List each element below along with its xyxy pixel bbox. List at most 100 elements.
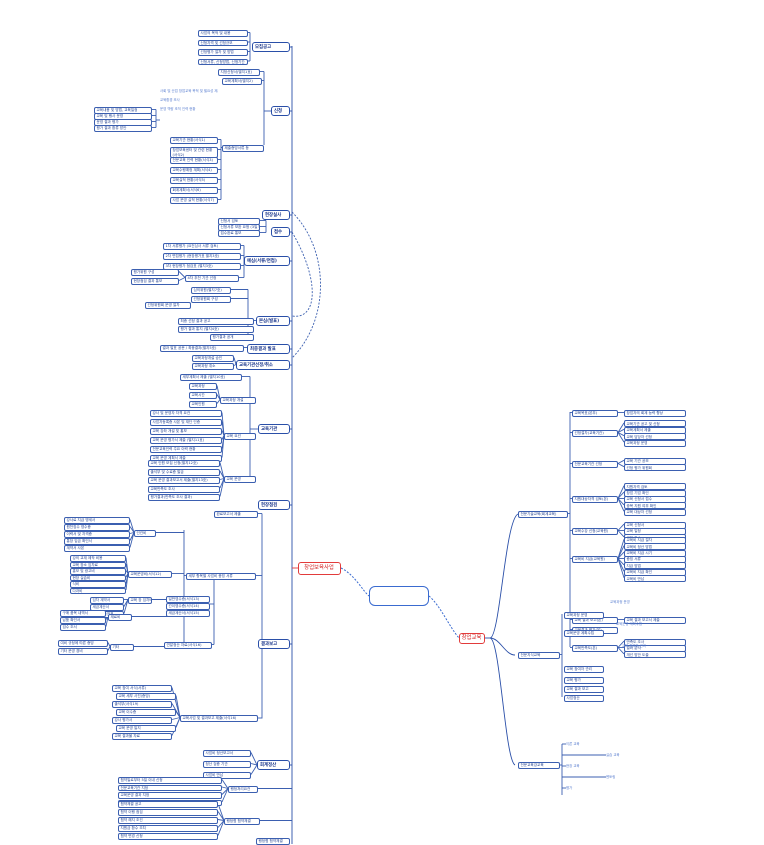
right-cat1-sub-2-1[interactable]: 선정 평가 위원회	[624, 464, 686, 472]
report-group-g1[interactable]: 인건비	[134, 530, 156, 537]
right-cat2-item-1[interactable]: 교육운영 계획수립	[564, 630, 604, 637]
ops-g1-item-0[interactable]: 협약일로부터 5일 이내 신청	[118, 777, 222, 784]
result-item[interactable]: 결과 발표 공문 / 최종결과(별지5호)	[160, 345, 244, 352]
report-sub2-label[interactable]: 교육사업 및 결과보고 제출(서식16)	[180, 715, 258, 722]
center-node[interactable]	[369, 586, 429, 606]
report-sub2-item-1[interactable]: 교육 세부 사진(증빙)	[116, 693, 176, 700]
right-cat2-item-0[interactable]: 교육과정 운영	[564, 612, 604, 619]
recruit-item-2[interactable]: 선정평가 절차 및 방법	[198, 49, 248, 56]
review-sub-1[interactable]: 현장점검 결과 통보	[131, 278, 179, 285]
report-sub1-label[interactable]: 세부 항목별 사업비 증빙 서류	[186, 573, 256, 580]
report-sub2-item-3[interactable]: 교육 이수증	[116, 709, 176, 716]
institute-run-item-0[interactable]: 교육 인원 모집 신청(별지12호)	[148, 460, 220, 468]
institute-req-item-1[interactable]: 사업자등록증 사본 및 재단 인증	[150, 419, 222, 427]
accounting-item-1[interactable]: 정산 검증 기관	[203, 761, 251, 768]
review-item-0[interactable]: 1차 서류평가 (요건심사 서류 검토)	[163, 243, 241, 250]
institute-req-item-4[interactable]: 전문교육인력 주요 이력 현황	[150, 446, 222, 454]
report-evid-2[interactable]: 세금계산서(서식15)	[166, 610, 210, 618]
right-cat1-item-8[interactable]: 교육만족도(본)	[572, 645, 618, 652]
mid-accounting[interactable]: 회계정산	[257, 760, 290, 770]
ops-g1-item-2[interactable]: 교육운영 결과 지정	[118, 792, 222, 799]
receive-item-2[interactable]: 접수완료 통보	[218, 230, 260, 237]
report-g2-item-2[interactable]: 홍보 및 광고비	[70, 568, 126, 575]
review-sub-0[interactable]: 평가위원 구성	[131, 269, 179, 276]
right-cat1-sub-1-3[interactable]: 교육과정 운영	[624, 439, 686, 447]
ops-g2-item-3[interactable]: 지원금 환수 조치	[118, 825, 218, 832]
final-item-3[interactable]: 평가결과 공개	[210, 334, 254, 341]
mid-cancel[interactable]: 교육기관선정/취소	[236, 360, 290, 370]
institute-open-item-0[interactable]: 교육과정	[189, 383, 217, 390]
report-g5-item-1[interactable]: 기타 운영 경비	[58, 648, 108, 655]
report-evid-1[interactable]: 간이영수증(서식14)	[166, 603, 210, 611]
right-cat2-item-5[interactable]: 사업정산	[564, 695, 604, 702]
report-g2-item-1[interactable]: 교육 장소 임차료	[70, 561, 126, 569]
institute-open-item-2[interactable]: 교육인원	[189, 401, 217, 408]
report-g3-item-0[interactable]: 임차 계약서	[90, 597, 124, 604]
ops-g1-label[interactable]: 행정처리요건	[228, 786, 258, 793]
right-cat1-sub-0-0[interactable]: 창업자의 회계 능력 향상	[624, 410, 686, 417]
report-submit[interactable]: 완료보고서 제출	[214, 511, 258, 518]
institute-req-item-2[interactable]: 교육 강좌 개설 및 홍보	[150, 428, 222, 436]
review-item-2[interactable]: 3차 현장평가 점검표 (별지3호)	[163, 263, 241, 270]
mid-recruit-notice[interactable]: 모집공고	[252, 42, 290, 52]
review-item-3[interactable]: 4차 추천 기관 선정	[185, 275, 239, 282]
right-cat1-item-1[interactable]: 선정절차(교육기관)	[572, 430, 618, 437]
ops-g2-label[interactable]: 행정협 협약체결	[224, 818, 260, 825]
mid-monitor[interactable]: 현장점검	[258, 500, 290, 510]
report-sub2-item-4[interactable]: 강사 평가서	[112, 717, 172, 724]
apply-plan-label[interactable]: 교육계획서(별지2)	[222, 78, 262, 85]
right-cat2-item-3[interactable]: 교육 평가	[564, 677, 604, 684]
report-sub2-item-5[interactable]: 교육 운영 일지	[116, 725, 176, 732]
right-cat1-item-3[interactable]: 지원대상자격 검토(본)	[572, 496, 618, 503]
institute-req-item-3[interactable]: 교육 운영 평가서 제출 (별지11호)	[150, 437, 222, 445]
mid-institute[interactable]: 교육기관	[258, 424, 290, 434]
report-g1-item-3[interactable]: 통장 입금 확인서	[64, 538, 130, 545]
mid-report[interactable]: 결과보고	[258, 639, 290, 649]
right-cat1-sub-3-4[interactable]: 교육 대상자 선정	[624, 508, 686, 516]
right-cat2-label[interactable]: 전문지식교육	[518, 652, 560, 659]
right-cat1-item-4[interactable]: 교육수강 신청(교육원)	[572, 528, 618, 535]
institute-head[interactable]: 세부계획서 제출 (별지10호)	[180, 374, 242, 381]
report-g1-item-1[interactable]: 원천징수 영수증	[64, 524, 130, 531]
ops-g2-item-2[interactable]: 협약 해지 조건	[118, 817, 218, 824]
report-g2-item-3[interactable]: 현장 실습비	[70, 574, 126, 582]
apply-attach-item-6[interactable]: 사업 운영 실적 현황(서식7)	[170, 197, 218, 205]
right-cat1-item-0[interactable]: 교육목표(본부)	[572, 410, 618, 417]
report-g2-item-5[interactable]: 다과비	[70, 587, 126, 595]
recruit-item-1[interactable]: 신청자격 및 선정규모	[198, 39, 248, 47]
right-cat3-label[interactable]: 전문교육강교육	[518, 762, 560, 769]
report-g4-item-2[interactable]: 검수 조서	[60, 624, 106, 631]
apply-attach-label[interactable]: 제출증빙서류 등	[222, 145, 264, 152]
institute-run-item-2[interactable]: 교육 운영 결과보고서 제출(별지13호)	[148, 477, 220, 485]
accounting-item-2[interactable]: 사업비 반납	[203, 772, 251, 779]
final-sub-0[interactable]: 최종 선정 결과 공고	[178, 318, 254, 325]
report-sub2-item-2[interactable]: 출석부(서식19)	[112, 701, 172, 708]
cancel-item-1[interactable]: 교육과정 취소	[192, 363, 234, 370]
report-g1-item-2[interactable]: 이력서 및 자격증	[64, 531, 130, 538]
report-g4-item-1[interactable]: 납품 확인서	[60, 617, 106, 624]
report-g2-item-0[interactable]: 강의 교재 제작 비용	[70, 555, 126, 562]
right-cat1-sub-6-0[interactable]: 교육 결과 보고서 제출	[624, 617, 686, 624]
apply-attach-item-4[interactable]: 교육실적 현황(서식5)	[170, 177, 218, 185]
left-root-node[interactable]: 창업보육사업	[298, 562, 341, 575]
recruit-item-0[interactable]: 사업의 목적 및 내용	[198, 30, 248, 37]
institute-run-item-4[interactable]: 평가결과(만족도 조사 결과)	[148, 494, 220, 502]
report-group-g5[interactable]: 기타	[110, 644, 134, 651]
apply-attach-item-3[interactable]: 교육수행예정 계획(서식4)	[170, 167, 218, 175]
institute-open-label[interactable]: 교육과정 개설	[220, 397, 256, 404]
institute-run-item-3[interactable]: 교육만족도 조사	[148, 485, 220, 493]
ops-g2-item-4[interactable]: 협약 변경 신청	[118, 833, 218, 840]
final-item-0[interactable]: 심의위원(별지7호)	[191, 287, 231, 294]
mid-field-check[interactable]: 현장실사	[262, 210, 290, 220]
report-g1-item-4[interactable]: 계약서 사본	[64, 545, 130, 552]
right-cat1-sub-8-2[interactable]: 개선 방안 도출	[624, 651, 686, 659]
apply-attach-item-0[interactable]: 교육기관 현황(서식1)	[170, 137, 218, 145]
review-item-1[interactable]: 2차 면접평가 (현장평가표 별지3호)	[163, 253, 241, 260]
institute-open-item-1[interactable]: 교육시간	[189, 392, 217, 399]
mid-final[interactable]: 본심(발표)	[256, 316, 290, 326]
mid-receive[interactable]: 접수	[271, 227, 290, 237]
right-root-node[interactable]: 창업교육	[459, 633, 485, 644]
accounting-item-0[interactable]: 사업비 정산보고서	[203, 750, 251, 757]
right-cat1-label[interactable]: 전문기술교육(회계교육)	[518, 511, 568, 518]
final-item-1[interactable]: 선정위원회 구성	[191, 296, 231, 303]
